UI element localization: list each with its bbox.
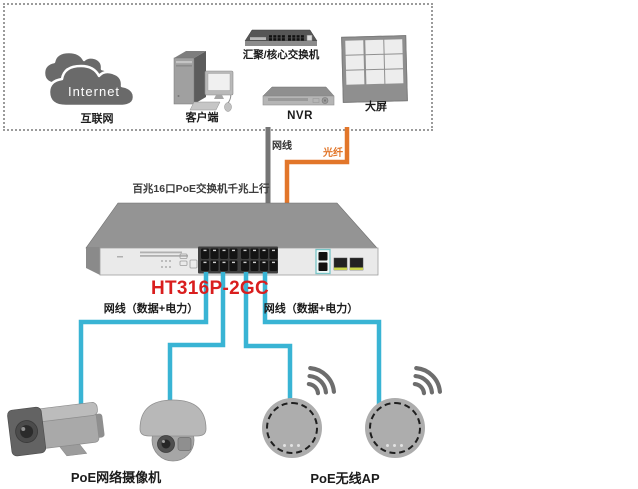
poe-cable-line bbox=[78, 272, 209, 418]
core-switch-icon bbox=[244, 29, 318, 46]
client-caption: 客户端 bbox=[185, 112, 219, 124]
internet-cloud-icon: Internet bbox=[42, 50, 136, 108]
poe-cable-line bbox=[262, 272, 382, 407]
top-group-box bbox=[3, 3, 433, 131]
poe-switch-icon bbox=[85, 202, 379, 276]
core-switch-caption: 汇聚/核心交换机 bbox=[242, 49, 320, 61]
bullet-camera-icon bbox=[7, 402, 105, 457]
ap-led-dots bbox=[283, 444, 286, 447]
fiber-line bbox=[284, 127, 350, 212]
internet-caption: 互联网 bbox=[80, 113, 114, 125]
port-pins bbox=[203, 249, 275, 264]
nvr-icon bbox=[262, 86, 335, 106]
wireless-ap-icon bbox=[365, 398, 425, 458]
aps-caption: PoE无线AP bbox=[310, 471, 380, 486]
big-screen-caption: 大屏 bbox=[365, 101, 387, 113]
dome-camera-icon bbox=[139, 399, 207, 462]
poe-cable-left-label: 网线（数据+电力） bbox=[103, 303, 199, 315]
net-cable-label: 网线 bbox=[272, 141, 292, 152]
ap-led-dots bbox=[386, 444, 389, 447]
sfp-slots bbox=[333, 257, 364, 271]
internet-cloud-text: Internet bbox=[68, 84, 120, 99]
cameras-caption: PoE网络摄像机 bbox=[70, 470, 162, 485]
rj45-ports bbox=[201, 248, 278, 271]
nvr-caption: NVR bbox=[287, 110, 313, 122]
poe-switch-model: HT316P-2GC bbox=[150, 278, 270, 299]
poe-cable-line bbox=[243, 272, 293, 403]
wireless-ap-icon bbox=[262, 398, 322, 458]
uplink-ports bbox=[315, 248, 331, 275]
poe-cable-line bbox=[167, 272, 226, 408]
poe-switch-title: 百兆16口PoE交换机千兆上行 bbox=[132, 183, 270, 195]
poe-cable-right-label: 网线（数据+电力） bbox=[263, 303, 359, 315]
client-pc-icon bbox=[173, 51, 234, 112]
fiber-label: 光纤 bbox=[323, 148, 343, 159]
wifi-signal-icon bbox=[412, 366, 442, 396]
wifi-signal-icon bbox=[306, 366, 336, 396]
